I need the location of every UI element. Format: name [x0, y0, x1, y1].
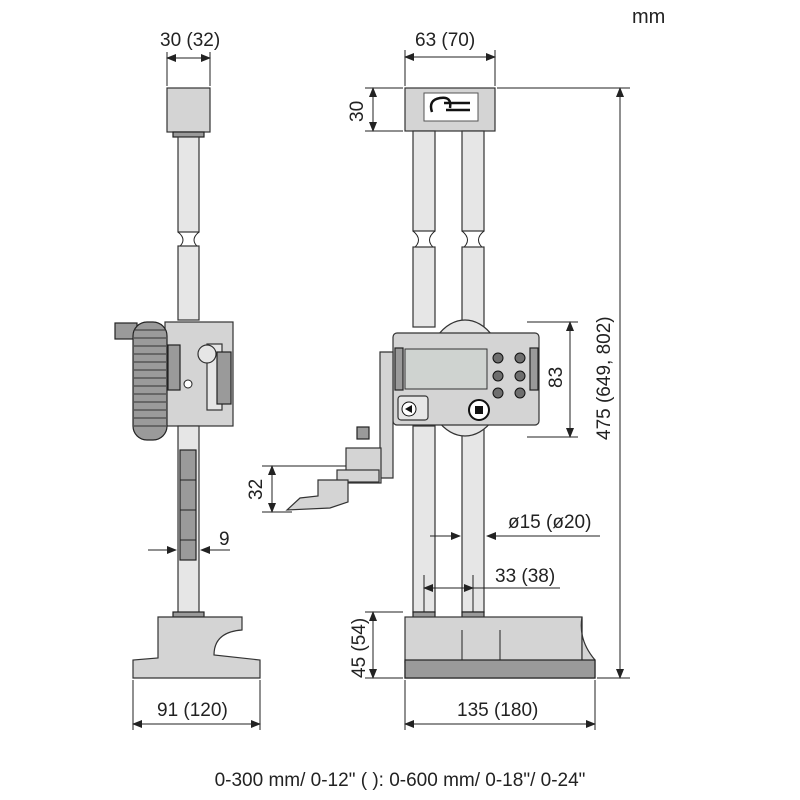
front-scriber-height-label: 32	[246, 479, 267, 500]
keypad	[492, 352, 526, 399]
side-slider-offset-label: 9	[219, 529, 230, 550]
front-base	[404, 616, 583, 663]
front-display-height-label: 83	[546, 367, 567, 388]
side-top-cap	[166, 87, 211, 133]
logo-icon	[423, 92, 479, 122]
front-view: 63 (70) 30 475 (649, 802) 83 32 ø15 (ø20…	[246, 30, 630, 730]
side-base-depth-label: 91 (120)	[157, 700, 228, 721]
front-left-column	[412, 130, 436, 232]
side-dial-wheel	[132, 321, 168, 441]
side-view: 30 (32) 9 91 (120)	[114, 30, 261, 730]
units-label: mm	[632, 6, 666, 28]
front-right-column	[461, 130, 485, 232]
front-top-width-label: 63 (70)	[415, 30, 475, 51]
side-base	[132, 616, 261, 679]
side-top-width-label: 30 (32)	[160, 30, 220, 51]
range-footnote: 0-300 mm/ 0-12" ( ): 0-600 mm/ 0-18"/ 0-…	[214, 770, 586, 791]
front-column-diameter-label: ø15 (ø20)	[508, 512, 591, 533]
front-column-spacing-label: 33 (38)	[495, 566, 555, 587]
side-column	[177, 136, 200, 233]
lcd-display	[404, 348, 488, 390]
scriber-point	[285, 479, 349, 511]
front-base-height-label: 45 (54)	[349, 618, 370, 678]
front-overall-height-label: 475 (649, 802)	[594, 316, 615, 440]
front-base-width-label: 135 (180)	[457, 700, 538, 721]
front-top-height-label: 30	[347, 101, 368, 122]
